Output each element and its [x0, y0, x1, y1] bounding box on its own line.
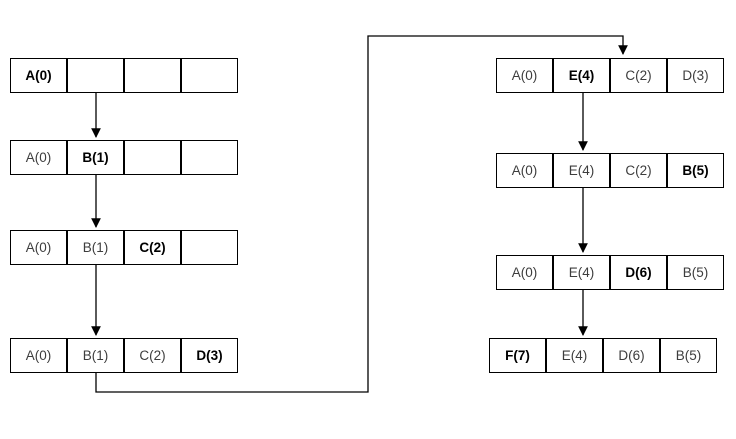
- frame-array-step-3: A(0) B(1) C(2): [10, 230, 238, 265]
- frame-cell: B(1): [67, 230, 124, 265]
- frame-cell: [124, 140, 181, 175]
- frame-cell: E(4): [546, 338, 603, 373]
- frame-array-step-8: F(7) E(4) D(6) B(5): [489, 338, 717, 373]
- frame-cell: B(5): [667, 255, 724, 290]
- frame-cell: A(0): [496, 58, 553, 93]
- frame-cell: A(0): [10, 338, 67, 373]
- frame-cell: [181, 230, 238, 265]
- frame-cell: B(5): [667, 153, 724, 188]
- frame-cell: [67, 58, 124, 93]
- frame-array-step-4: A(0) B(1) C(2) D(3): [10, 338, 238, 373]
- frame-array-step-6: A(0) E(4) C(2) B(5): [496, 153, 724, 188]
- frame-cell: B(5): [660, 338, 717, 373]
- frame-cell: D(3): [181, 338, 238, 373]
- frame-cell: [181, 58, 238, 93]
- frame-cell: F(7): [489, 338, 546, 373]
- frame-cell: C(2): [610, 153, 667, 188]
- frame-cell: D(3): [667, 58, 724, 93]
- frame-cell: B(1): [67, 140, 124, 175]
- frame-array-step-1: A(0): [10, 58, 238, 93]
- frame-cell: A(0): [10, 140, 67, 175]
- frame-cell: C(2): [124, 338, 181, 373]
- frame-cell: E(4): [553, 58, 610, 93]
- frame-cell: [181, 140, 238, 175]
- frame-cell: E(4): [553, 255, 610, 290]
- frame-cell: C(2): [610, 58, 667, 93]
- frame-cell: [124, 58, 181, 93]
- frame-array-step-2: A(0) B(1): [10, 140, 238, 175]
- frame-cell: D(6): [610, 255, 667, 290]
- frame-cell: A(0): [10, 230, 67, 265]
- frame-cell: A(0): [496, 255, 553, 290]
- frame-array-step-7: A(0) E(4) D(6) B(5): [496, 255, 724, 290]
- frame-cell: E(4): [553, 153, 610, 188]
- frame-cell: A(0): [496, 153, 553, 188]
- frame-cell: A(0): [10, 58, 67, 93]
- frame-cell: C(2): [124, 230, 181, 265]
- frame-array-step-5: A(0) E(4) C(2) D(3): [496, 58, 724, 93]
- frame-cell: B(1): [67, 338, 124, 373]
- frame-cell: D(6): [603, 338, 660, 373]
